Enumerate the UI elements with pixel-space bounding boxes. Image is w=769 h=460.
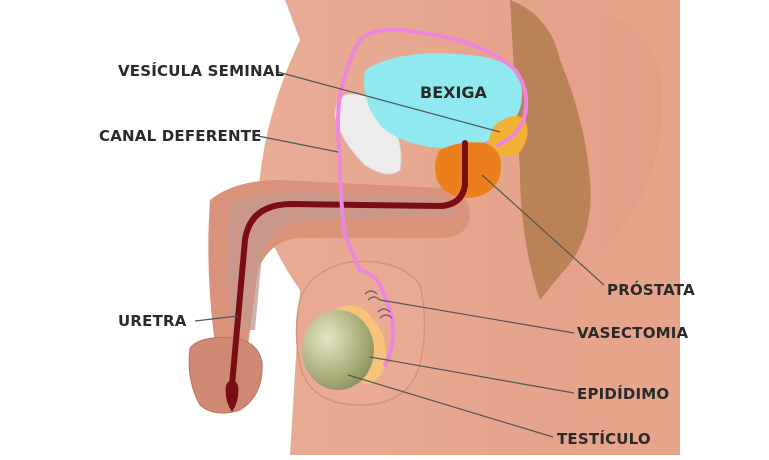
leader-vasectomy [379, 299, 575, 334]
leader-seminal-vesicle [277, 71, 501, 133]
testicle [302, 310, 374, 390]
leader-testicle [347, 374, 554, 438]
label-epididymis: EPIDÍDIMO [577, 385, 670, 403]
leader-prostate [481, 174, 605, 286]
label-vas-deferens: CANAL DEFERENTE [99, 127, 262, 145]
bladder [364, 53, 523, 149]
vas-deferens [336, 27, 529, 367]
bladder-label: BEXIGA [420, 83, 488, 102]
leader-urethra [194, 315, 239, 322]
label-seminal-vesicle: VESÍCULA SEMINAL [118, 62, 285, 80]
vasectomy-ties [364, 290, 393, 319]
urethra-opening [225, 380, 239, 412]
label-vasectomy: VASECTOMIA [577, 324, 689, 342]
label-testicle: TESTÍCULO [557, 430, 651, 448]
label-urethra: URETRA [118, 312, 187, 330]
prostate [435, 142, 501, 198]
back-muscle [510, 0, 591, 300]
urethra [229, 140, 468, 388]
leader-epididymis [369, 356, 575, 394]
leader-lines [194, 71, 605, 438]
leader-vas-deferens [257, 135, 339, 153]
buttock-contour [560, 0, 680, 455]
glans [188, 337, 263, 414]
label-prostate: PRÓSTATA [607, 281, 695, 299]
